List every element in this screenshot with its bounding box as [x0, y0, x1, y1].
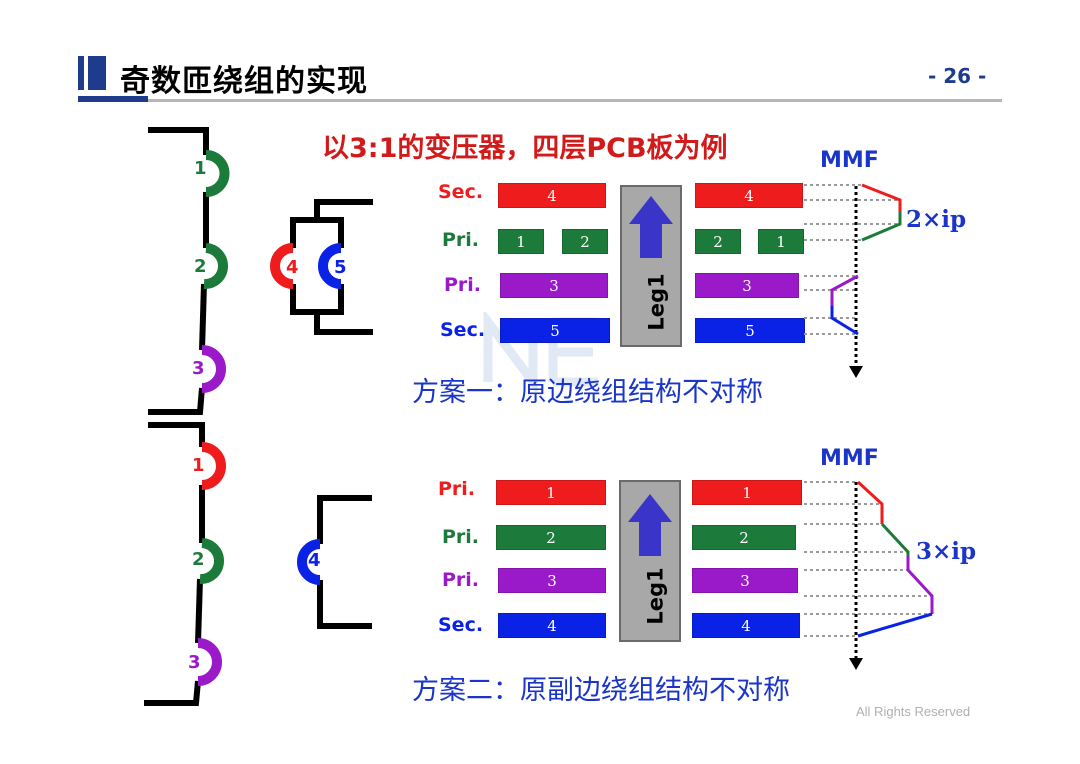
title-marker: [78, 56, 84, 90]
scheme1-leg-label: Leg1: [644, 273, 669, 331]
scheme1-row-label-3: Pri.: [444, 274, 482, 296]
page-title: 奇数匝绕组的实现: [120, 64, 368, 99]
scheme1-primary-winding: [148, 127, 230, 415]
scheme2-bar-pri2-left: 2: [496, 525, 606, 550]
scheme2-primary-winding: [144, 422, 226, 706]
scheme1-bar-pri1-left-a: 1: [498, 229, 544, 254]
scheme2-terminal-3: 3: [188, 652, 201, 673]
scheme2-mmf-label: MMF: [820, 446, 879, 471]
scheme2-row-label-3: Pri.: [442, 569, 480, 591]
scheme1-caption: 方案一：原边绕组结构不对称: [412, 377, 763, 408]
scheme1-terminal-4: 4: [286, 257, 299, 278]
scheme1-flux-arrow-icon: [629, 196, 673, 258]
scheme2-bar-pri2-right: 2: [692, 525, 796, 550]
scheme1-bar-pri2-left: 3: [500, 273, 608, 298]
slide-subtitle: 以3:1的变压器，四层PCB板为例: [322, 133, 728, 164]
scheme2-caption: 方案二：原副边绕组结构不对称: [412, 675, 790, 706]
scheme1-terminal-3: 3: [192, 358, 205, 379]
copyright-footer: All Rights Reserved: [856, 704, 971, 719]
scheme1-bar-pri2-right: 3: [695, 273, 799, 298]
page-number: - 26 -: [928, 64, 987, 88]
scheme2-bar-pri1-right: 1: [692, 480, 802, 505]
scheme2-mmf-plot: [804, 480, 934, 670]
title-marker-bar: [88, 56, 106, 90]
scheme2-terminal-1: 1: [192, 455, 205, 476]
scheme1-terminal-2: 2: [194, 256, 207, 277]
scheme1-terminal-1: 1: [194, 158, 207, 179]
scheme1-bar-pri1-right-a: 2: [695, 229, 741, 254]
scheme2-bar-sec-right: 4: [692, 613, 800, 638]
scheme2-flux-arrow-icon: [628, 494, 672, 556]
header-rule-blue: [78, 96, 148, 102]
scheme1-mmf-plot: [804, 183, 902, 378]
scheme1-bar-sec-right: 4: [695, 183, 803, 208]
scheme1-terminal-5: 5: [334, 257, 347, 278]
scheme2-terminal-2: 2: [192, 549, 205, 570]
scheme2-row-label-2: Pri.: [442, 526, 480, 548]
scheme2-leg-label: Leg1: [643, 567, 668, 625]
scheme1-ip-label: 2×ip: [906, 206, 967, 233]
scheme1-row-label-4: Sec.: [440, 319, 486, 341]
scheme2-terminal-4: 4: [308, 550, 321, 571]
scheme2-row-label-1: Pri.: [438, 478, 476, 500]
scheme2-bar-pri3-right: 3: [692, 568, 798, 593]
scheme1-row-label-1: Sec.: [438, 181, 484, 203]
scheme2-row-label-4: Sec.: [438, 614, 484, 636]
scheme1-mmf-label: MMF: [820, 148, 879, 173]
scheme1-bar-sec2-left: 5: [500, 318, 610, 343]
scheme1-bar-pri1-left-b: 2: [562, 229, 608, 254]
header-rule-gray: [148, 99, 1002, 102]
scheme2-secondary-winding: [297, 495, 372, 629]
scheme2-bar-pri3-left: 3: [498, 568, 606, 593]
scheme1-secondary-winding: [270, 199, 373, 335]
scheme1-bar-sec2-right: 5: [695, 318, 805, 343]
scheme2-bar-sec-left: 4: [498, 613, 606, 638]
scheme1-row-label-2: Pri.: [442, 229, 480, 251]
scheme1-bar-pri1-right-b: 1: [758, 229, 804, 254]
scheme1-bar-sec-left: 4: [498, 183, 606, 208]
scheme2-ip-label: 3×ip: [916, 538, 977, 565]
scheme2-bar-pri1-left: 1: [496, 480, 606, 505]
scheme1-core-leg: [620, 185, 682, 347]
